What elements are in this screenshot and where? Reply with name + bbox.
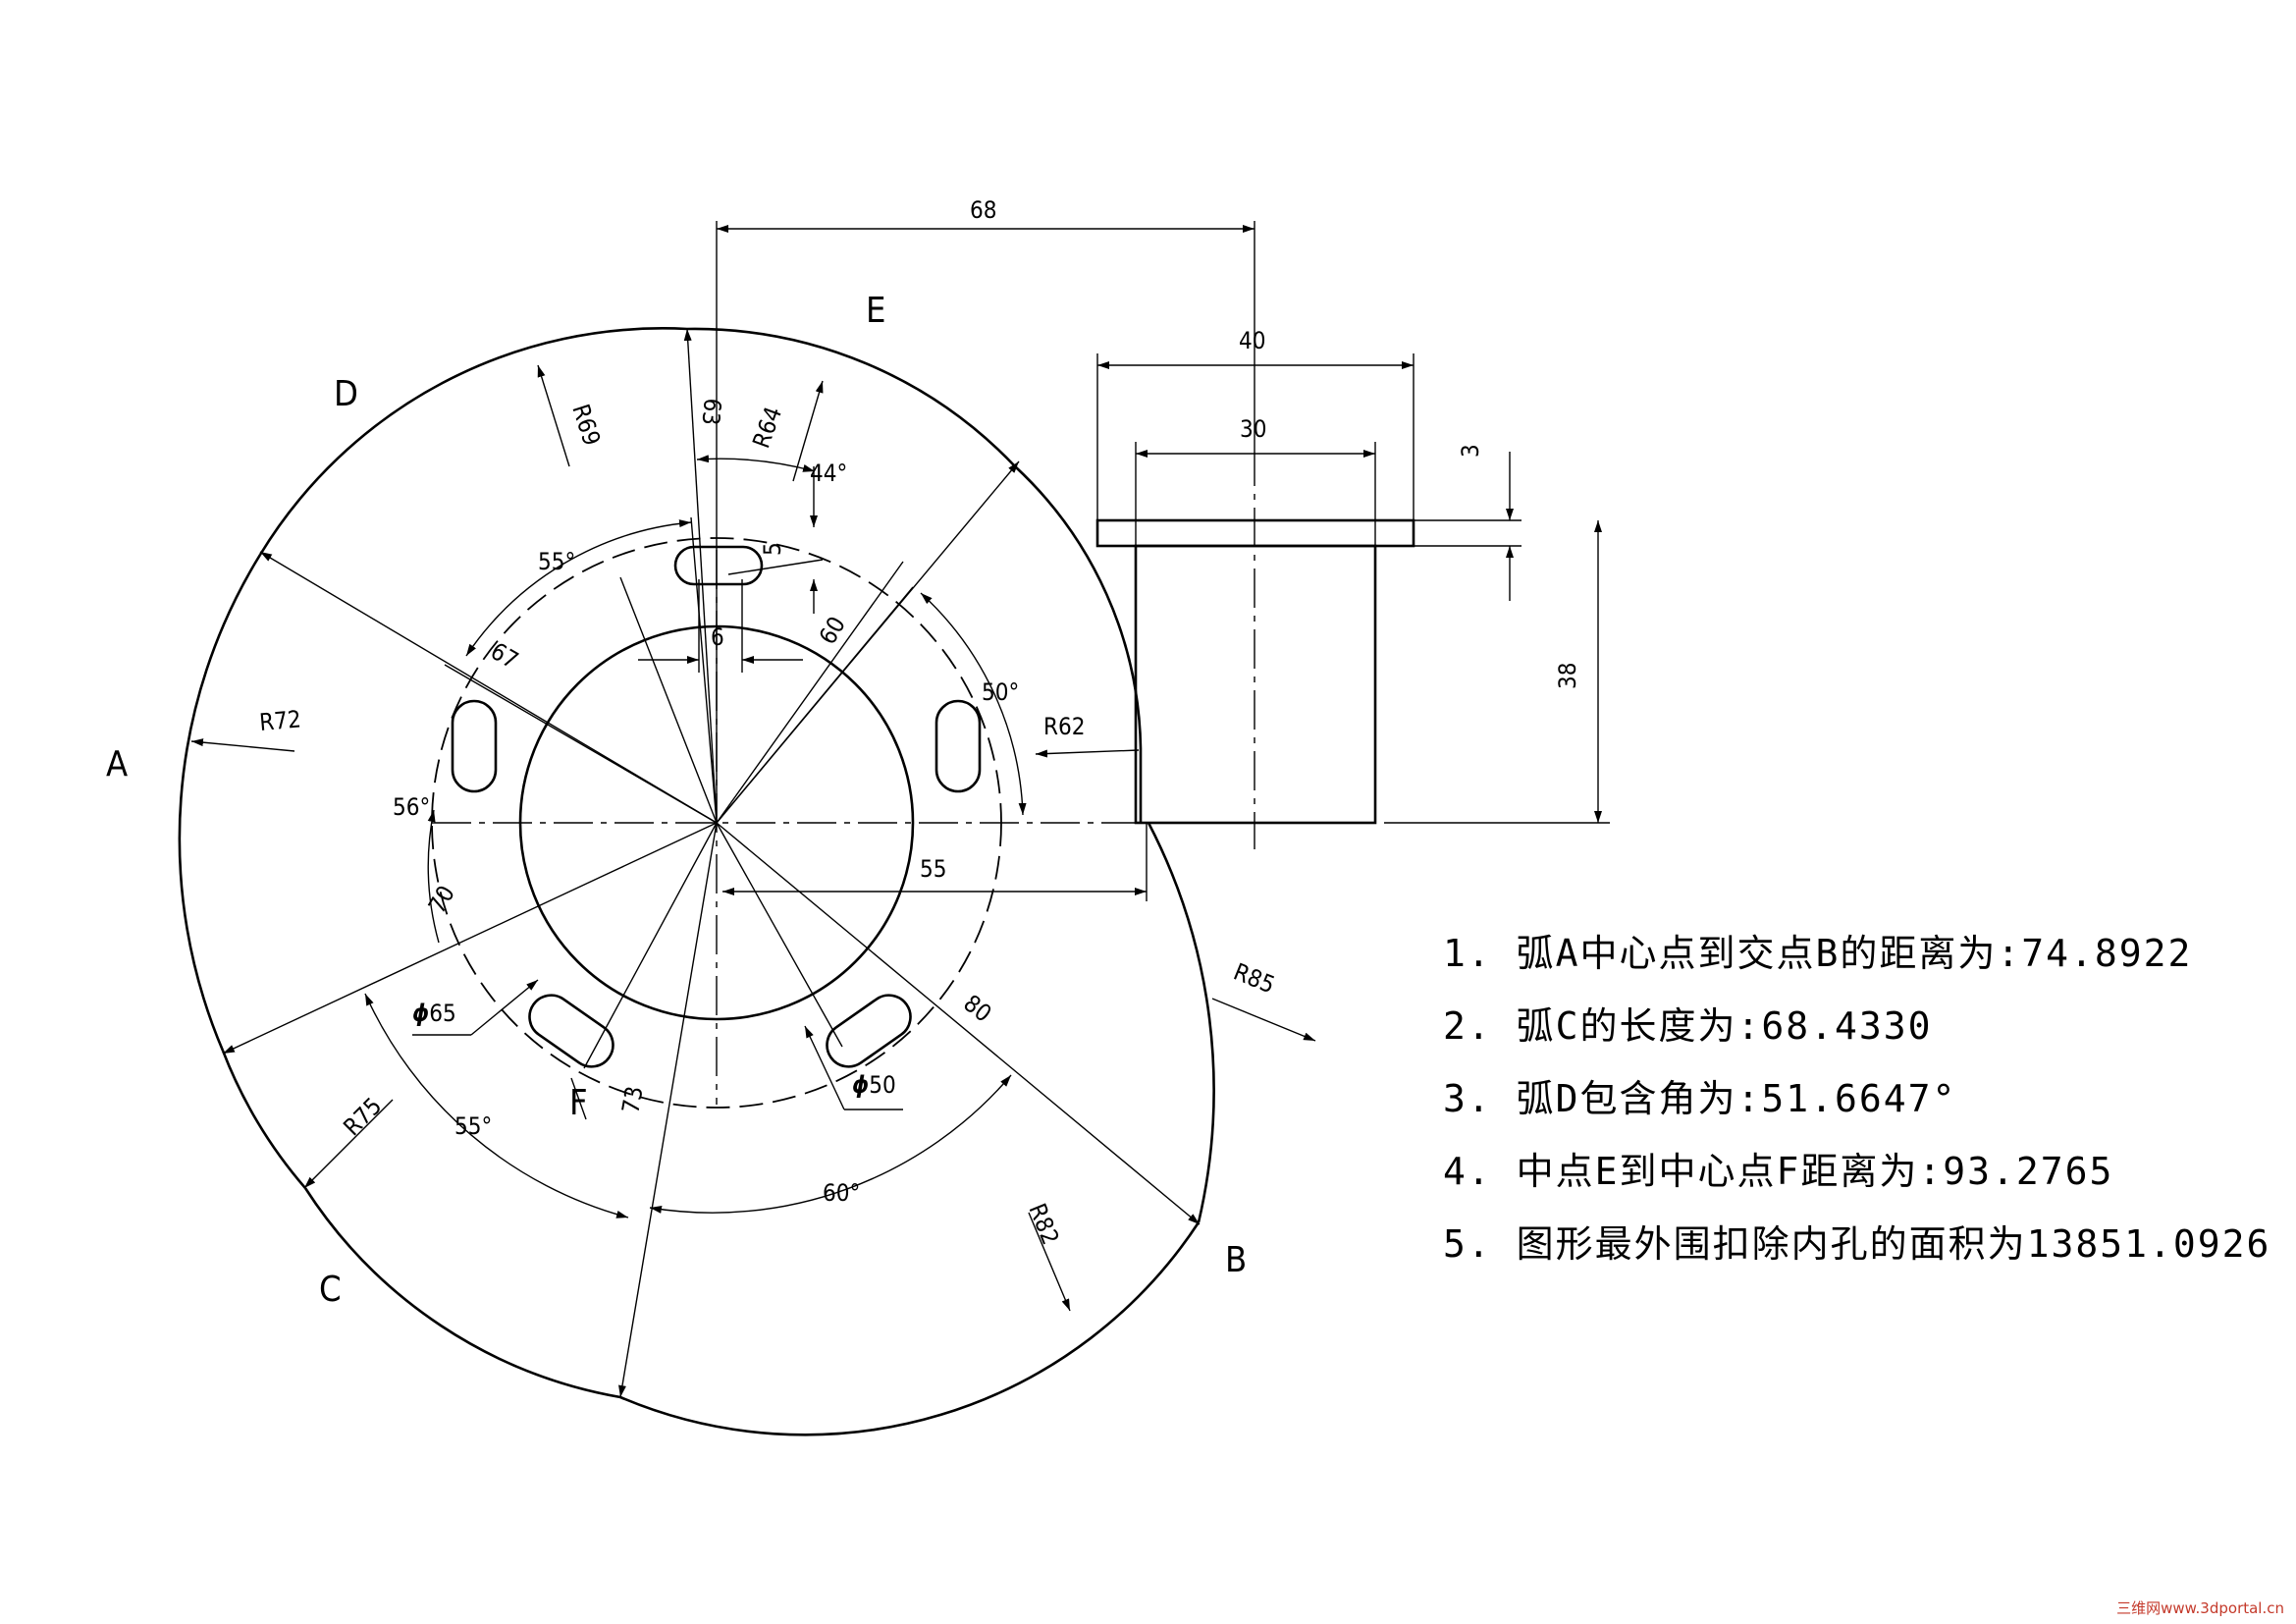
note-5: 5. 图形最外围扣除内孔的面积为13851.0926 — [1443, 1222, 2271, 1266]
dim-phi65: ɸ65 — [412, 1000, 456, 1027]
dim-r64: R64 — [747, 404, 787, 452]
dim-5: 5 — [759, 542, 786, 556]
arc-r85 — [1147, 822, 1215, 1223]
dim-30: 30 — [1240, 415, 1266, 443]
dim-63: 63 — [697, 397, 726, 426]
slot-left — [451, 699, 498, 793]
dim-r75: R75 — [338, 1092, 387, 1141]
label-a: A — [106, 744, 128, 785]
angle-texts: 44° 55° 50° 56° 55° 60° — [393, 460, 1019, 1207]
dim-55: 55 — [920, 855, 946, 883]
dim-68: 68 — [970, 196, 996, 224]
arc-r62 — [1014, 465, 1143, 749]
dim-6: 6 — [711, 623, 724, 651]
dim-3: 3 — [1457, 444, 1484, 458]
dim-phi50: ɸ50 — [852, 1071, 896, 1099]
angle-44: 44° — [810, 460, 847, 487]
label-e: E — [866, 291, 885, 331]
flange-body — [1134, 544, 1377, 825]
note-4: 4. 中点E到中心点F距离为:93.2765 — [1443, 1150, 2114, 1193]
slot-lower-right — [826, 994, 912, 1068]
slot-lower-left — [528, 994, 614, 1068]
watermark: 三维网www.3dportal.cn — [2116, 1599, 2284, 1617]
slot-dimensions — [412, 466, 903, 1120]
label-b: B — [1225, 1240, 1247, 1280]
outer-profile — [178, 327, 1215, 1436]
arc-a-r72 — [178, 554, 262, 1052]
notes-list: 1. 弧A中心点到交点B的距离为:74.8922 2. 弧C的长度为:68.43… — [1443, 923, 2271, 1286]
dim-67: 67 — [486, 637, 523, 675]
label-f: F — [569, 1083, 588, 1123]
angle-55-top: 55° — [538, 548, 575, 575]
arc-d-r69 — [258, 327, 688, 556]
label-c: C — [319, 1270, 342, 1310]
label-d: D — [334, 374, 358, 414]
dim-r62: R62 — [1043, 713, 1085, 740]
angle-60: 60° — [823, 1179, 860, 1207]
angle-arcs — [364, 455, 1027, 1218]
dim-r72: R72 — [258, 705, 302, 736]
dim-r69: R69 — [566, 401, 606, 449]
radius-leaders — [190, 364, 1316, 1312]
dim-73: 73 — [616, 1084, 648, 1115]
dim-40: 40 — [1239, 327, 1265, 354]
arc-r82 — [619, 1221, 1201, 1436]
diameter-texts: ɸ65 ɸ50 — [412, 1000, 896, 1099]
arc-e-r64 — [686, 327, 1016, 467]
arc-r75-lower — [221, 1050, 306, 1189]
angle-50: 50° — [982, 678, 1019, 706]
radial-lines — [222, 328, 1201, 1398]
flange-plate — [1095, 518, 1415, 548]
slot-top — [673, 545, 764, 586]
note-2: 2. 弧C的长度为:68.4330 — [1443, 1004, 1933, 1048]
dim-38: 38 — [1554, 663, 1581, 689]
radius-texts: R72 R69 R64 R62 R85 R75 R82 — [258, 401, 1279, 1248]
angle-56: 56° — [393, 793, 430, 821]
note-3: 3. 弧D包含角为:51.6647° — [1443, 1077, 1957, 1120]
side-view — [1095, 353, 1610, 825]
dim-80: 80 — [958, 990, 996, 1028]
slot-right — [934, 699, 982, 793]
note-1: 1. 弧A中心点到交点B的距离为:74.8922 — [1443, 932, 2193, 975]
arc-c-r75 — [303, 1187, 621, 1399]
linear-dimensions — [716, 221, 1255, 901]
angle-55-bottom: 55° — [454, 1112, 492, 1140]
dim-r85: R85 — [1230, 958, 1279, 1000]
dim-r82: R82 — [1023, 1200, 1064, 1249]
region-labels: A B C D E F — [106, 291, 1247, 1310]
